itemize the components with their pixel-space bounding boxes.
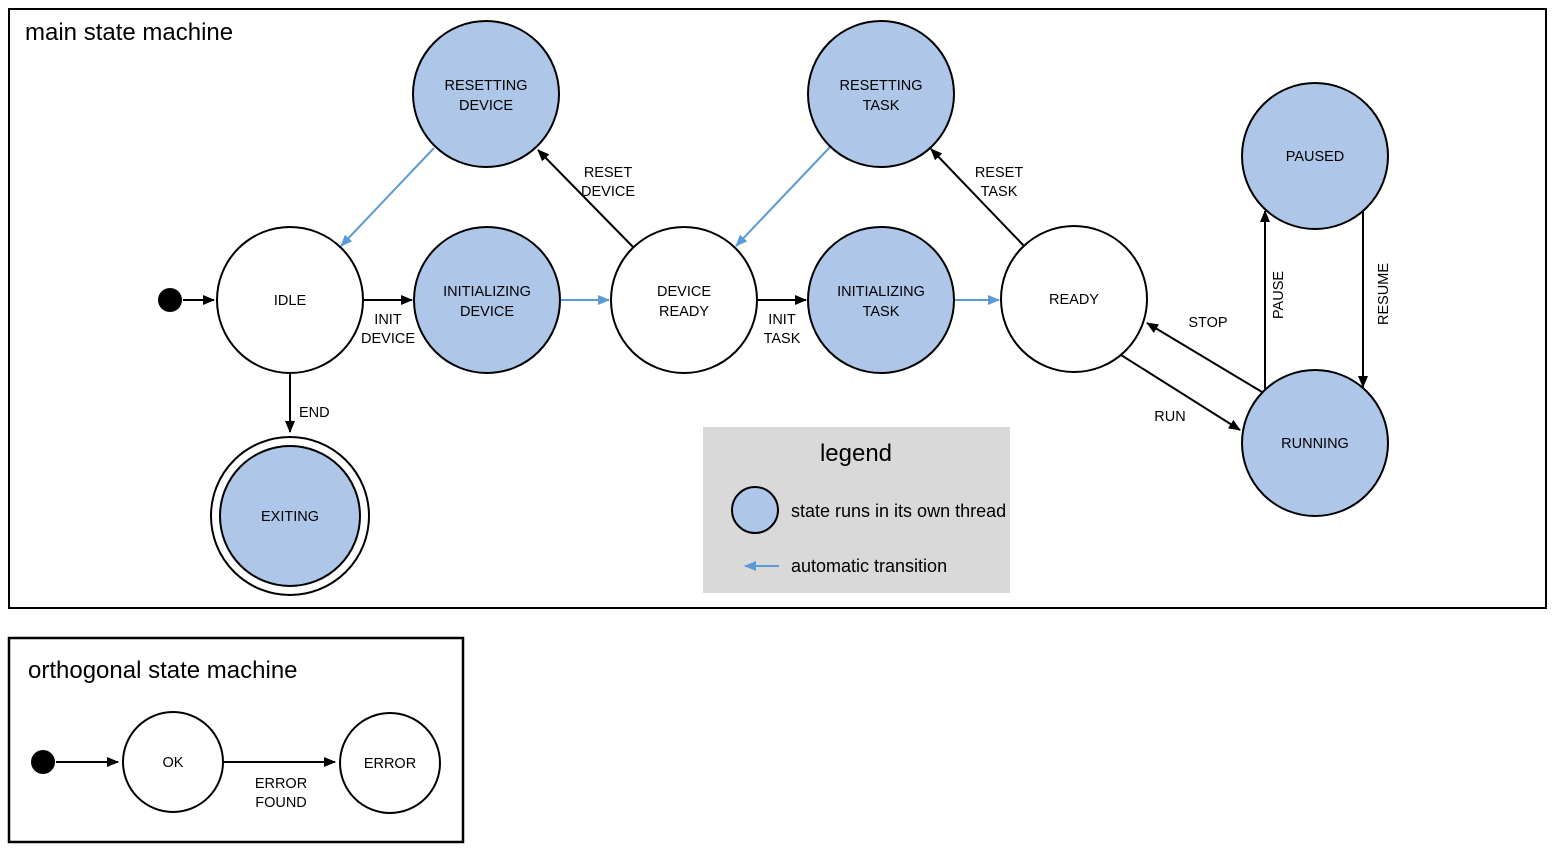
state-ok: OK <box>122 711 224 813</box>
transition-label: RESET <box>975 165 1023 181</box>
auto-transition-arrow <box>735 145 832 247</box>
state-label: RESETTING <box>445 78 528 94</box>
state-circle <box>807 20 955 168</box>
state-label: TASK <box>863 98 900 114</box>
state-label: EXITING <box>261 509 319 525</box>
state-label: OK <box>163 755 184 771</box>
state-label: DEVICE <box>657 284 711 300</box>
state-paused: PAUSED <box>1241 82 1389 230</box>
state-label: INITIALIZING <box>837 284 925 300</box>
state-circle <box>412 20 560 168</box>
state-circle <box>1241 82 1389 230</box>
state-label: DEVICE <box>460 304 514 320</box>
transition-label: RUN <box>1154 409 1185 425</box>
orthogonal-panel-title: orthogonal state machine <box>28 657 298 684</box>
transition-arrow <box>1120 354 1241 431</box>
legend-title: legend <box>820 440 892 467</box>
legend-thread-state-swatch <box>731 486 779 534</box>
transition-arrow <box>1146 322 1263 393</box>
transition-label: STOP <box>1188 315 1227 331</box>
state-circle <box>339 712 441 814</box>
orthogonal-state-machine-panel: orthogonal state machine ERROR FOUND OK … <box>7 636 465 844</box>
transition-label: RESUME <box>1376 263 1392 325</box>
state-label: RESETTING <box>840 78 923 94</box>
transition-pause: PAUSE <box>1260 210 1287 391</box>
legend-panel: legend state runs in its own thread auto… <box>703 427 1010 593</box>
state-initializing-task: INITIALIZING TASK <box>807 226 955 374</box>
final-state-inner-circle <box>219 445 361 587</box>
state-label: DEVICE <box>459 98 513 114</box>
state-label: IDLE <box>274 293 307 309</box>
state-error: ERROR <box>339 712 441 814</box>
transition-label: INIT <box>768 312 796 328</box>
transition-label: ERROR <box>255 776 307 792</box>
state-label: ERROR <box>364 756 416 772</box>
state-label: READY <box>659 304 709 320</box>
transition-reset-task: RESET TASK <box>930 148 1026 248</box>
state-circle <box>122 711 224 813</box>
state-initializing-device: INITIALIZING DEVICE <box>413 226 561 374</box>
transition-label: INIT <box>374 312 402 328</box>
state-label: INITIALIZING <box>443 284 531 300</box>
transition-init-device: INIT DEVICE <box>361 295 415 347</box>
legend-auto-label: automatic transition <box>791 556 947 576</box>
state-idle: IDLE <box>216 226 364 374</box>
initial-state-main <box>158 288 215 312</box>
main-panel-title: main state machine <box>25 19 233 46</box>
transition-label: RESET <box>584 165 632 181</box>
state-label: RUNNING <box>1281 436 1349 452</box>
state-circle <box>807 226 955 374</box>
state-circle <box>610 226 758 374</box>
transition-resume: RESUME <box>1358 210 1392 388</box>
state-resetting-device: RESETTING DEVICE <box>412 20 560 168</box>
transition-error-found: ERROR FOUND <box>224 757 336 811</box>
transition-init-task: INIT TASK <box>757 295 807 347</box>
state-exiting-final: EXITING <box>210 436 370 596</box>
transition-stop: STOP <box>1146 315 1263 393</box>
transition-end: END <box>285 373 330 433</box>
transition-label: DEVICE <box>581 184 635 200</box>
initial-state-dot <box>158 288 182 312</box>
transition-reset-device: RESET DEVICE <box>537 149 635 249</box>
state-circle <box>216 226 364 374</box>
state-circle <box>1000 225 1148 373</box>
state-circle <box>1241 369 1389 517</box>
transition-label: PAUSE <box>1271 271 1287 319</box>
state-label: TASK <box>863 304 900 320</box>
main-state-machine-panel: main state machine INIT DEVICE INIT TASK… <box>8 8 1547 609</box>
state-ready: READY <box>1000 225 1148 373</box>
state-circle <box>413 226 561 374</box>
transition-auto-resettask-deviceready <box>735 145 832 247</box>
state-device-ready: DEVICE READY <box>610 226 758 374</box>
legend-thread-label: state runs in its own thread <box>791 501 1006 521</box>
state-running: RUNNING <box>1241 369 1389 517</box>
transition-label: FOUND <box>255 795 307 811</box>
transition-run: RUN <box>1120 354 1241 431</box>
state-label: READY <box>1049 292 1099 308</box>
transition-label: END <box>299 405 330 421</box>
state-label: PAUSED <box>1286 149 1345 165</box>
auto-transition-arrow <box>340 147 435 247</box>
initial-state-orthogonal <box>31 750 119 774</box>
initial-state-dot <box>31 750 55 774</box>
transition-arrow <box>537 149 635 249</box>
transition-label: DEVICE <box>361 331 415 347</box>
transition-auto-resetdevice-idle <box>340 147 435 247</box>
transition-label: TASK <box>764 331 801 347</box>
transition-arrow <box>930 148 1026 248</box>
transition-label: TASK <box>981 184 1018 200</box>
state-resetting-task: RESETTING TASK <box>807 20 955 168</box>
